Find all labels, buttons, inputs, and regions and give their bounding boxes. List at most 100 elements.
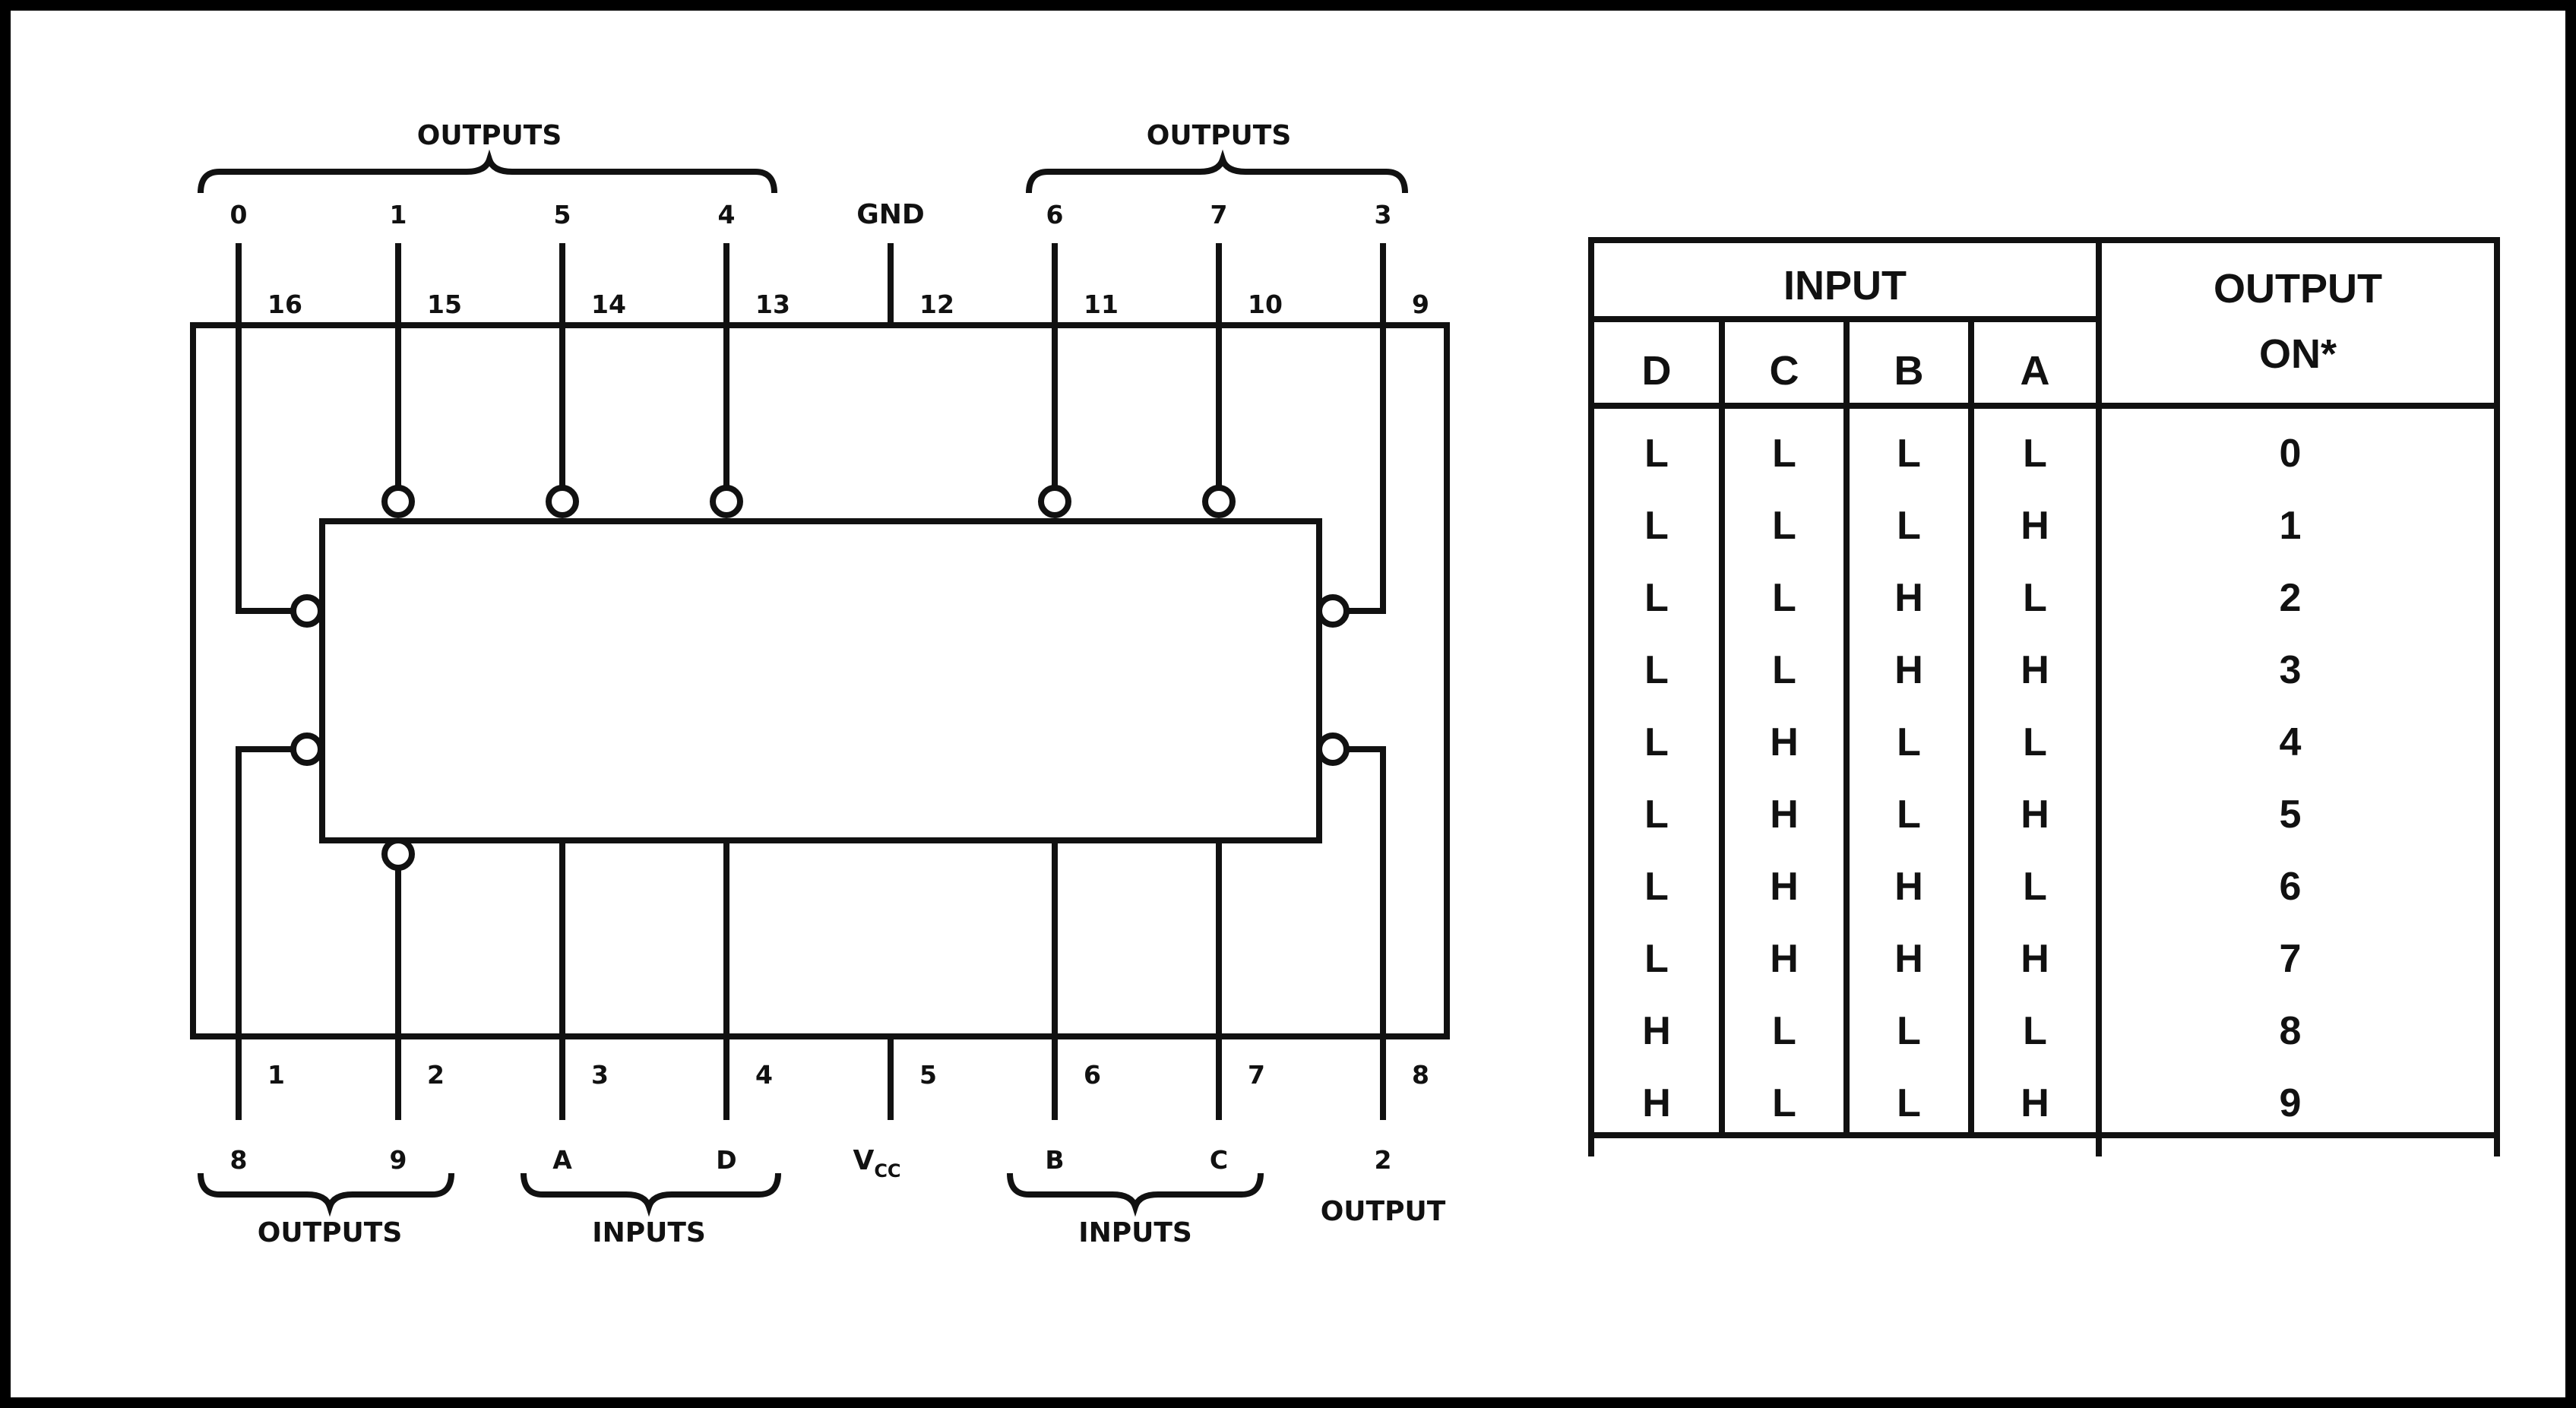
table-cell-input: L — [1897, 504, 1921, 548]
table-cell-input: L — [1772, 504, 1796, 548]
table-cell-output: 7 — [2280, 937, 2302, 981]
table-cell-input: L — [1772, 1081, 1796, 1125]
bottom-inputs2-brace — [1007, 1172, 1264, 1217]
vcc-main: V — [853, 1145, 874, 1176]
bottom-pin-number: 1 — [267, 1060, 285, 1090]
table-column-header: B — [1894, 348, 1924, 394]
top-pin-signal: 3 — [1375, 200, 1392, 229]
table-cell-input: L — [2023, 720, 2047, 764]
table-cell-input: L — [1644, 576, 1669, 620]
bottom-pin-number: 7 — [1248, 1060, 1265, 1090]
decoder-body — [319, 518, 1322, 843]
bottom-pin-number: 5 — [919, 1060, 937, 1090]
top-right-brace — [1026, 149, 1408, 194]
table-cell-input: L — [1897, 720, 1921, 764]
table-cell-input: H — [1642, 1009, 1671, 1053]
top-pin-number: 16 — [267, 290, 302, 319]
bottom-pin-number: 8 — [1412, 1060, 1429, 1090]
table-cell-input: H — [2021, 937, 2049, 981]
bottom-outputs-label: OUTPUTS — [258, 1217, 403, 1248]
table-column-header: D — [1642, 348, 1672, 394]
top-pin-number: 11 — [1084, 290, 1119, 319]
pin1-lead — [236, 746, 293, 1120]
table-cell-input: L — [2023, 865, 2047, 909]
table-cell-input: L — [1897, 1081, 1921, 1125]
top-pin-number: 10 — [1248, 290, 1283, 319]
table-column-header: C — [1770, 348, 1799, 394]
bottom-pin-signal: C — [1210, 1145, 1228, 1175]
table-cell-input: H — [1770, 937, 1799, 981]
table-cell-input: H — [1894, 576, 1923, 620]
bottom-inputs1-label: INPUTS — [592, 1217, 706, 1248]
table-cell-input: H — [1770, 865, 1799, 909]
table-cell-output: 4 — [2280, 720, 2302, 764]
datasheet-page: OUTPUTS OUTPUTS GND OUTPUTS INPUTS INPUT… — [11, 11, 2565, 1397]
pin15-bubble — [381, 485, 415, 518]
pin13-bubble — [710, 485, 743, 518]
table-cell-input: L — [1644, 504, 1669, 548]
table-output-header: OUTPUT — [2214, 266, 2382, 312]
top-left-brace — [198, 149, 777, 194]
table-cell-output: 5 — [2280, 793, 2302, 837]
pin11-bubble — [1038, 485, 1071, 518]
top-pin-number: 12 — [919, 290, 954, 319]
pin8-lead — [1347, 746, 1386, 1120]
table-cell-output: 1 — [2280, 504, 2302, 548]
top-pin-number: 9 — [1412, 290, 1429, 319]
table-cell-output: 2 — [2280, 576, 2302, 620]
pin14-bubble — [546, 485, 579, 518]
table-cell-input: L — [2023, 576, 2047, 620]
table-cell-input: H — [1770, 720, 1799, 764]
bottom-pin-signal: 8 — [230, 1145, 248, 1175]
top-pin-number: 14 — [591, 290, 626, 319]
table-cell-output: 9 — [2280, 1081, 2302, 1125]
bottom-pin-signal: 9 — [390, 1145, 407, 1175]
table-cell-input: L — [1897, 793, 1921, 837]
package-outline — [190, 322, 1450, 1039]
pin2-bubble — [381, 837, 415, 871]
table-cell-input: L — [2023, 432, 2047, 476]
top-pin-signal: 5 — [554, 200, 571, 229]
table-cell-input: L — [1644, 648, 1669, 692]
truth-table-grid — [1588, 237, 2500, 1170]
table-cell-input: L — [1897, 432, 1921, 476]
table-cell-input: L — [1644, 865, 1669, 909]
top-pin-signal: 0 — [230, 200, 248, 229]
table-cell-output: 0 — [2280, 432, 2302, 476]
table-cell-input: L — [1644, 793, 1669, 837]
gnd-label: GND — [856, 199, 925, 230]
table-cell-input: H — [1894, 648, 1923, 692]
table-cell-input: L — [1772, 576, 1796, 620]
bottom-output-label: OUTPUT — [1321, 1196, 1446, 1227]
table-cell-output: 8 — [2280, 1009, 2302, 1053]
table-cell-input: L — [1644, 432, 1669, 476]
table-cell-output: 3 — [2280, 648, 2302, 692]
top-pin-signal: 4 — [718, 200, 736, 229]
table-cell-input: L — [2023, 1009, 2047, 1053]
vcc-label: VCC — [853, 1145, 900, 1182]
table-cell-input: H — [2021, 1081, 2049, 1125]
pin16-bubble — [290, 594, 324, 628]
bottom-pin-number: 2 — [427, 1060, 445, 1090]
table-column-header: A — [2021, 348, 2050, 394]
bottom-pin-number: 6 — [1084, 1060, 1101, 1090]
pin1-bubble — [290, 732, 324, 766]
table-cell-input: H — [2021, 504, 2049, 548]
vcc-subscript: CC — [874, 1160, 900, 1182]
table-input-header: INPUT — [1783, 263, 1907, 308]
ic-pinout-diagram: OUTPUTS OUTPUTS GND OUTPUTS INPUTS INPUT… — [190, 120, 2505, 1248]
table-cell-input: H — [1642, 1081, 1671, 1125]
table-cell-output: 6 — [2280, 865, 2302, 909]
table-cell-input: H — [2021, 648, 2049, 692]
bottom-pin-signal: D — [716, 1145, 736, 1175]
table-crop — [1584, 1156, 2505, 1187]
table-cell-input: L — [1772, 432, 1796, 476]
table-cell-input: H — [1894, 865, 1923, 909]
top-right-outputs-label: OUTPUTS — [1147, 120, 1292, 151]
top-pin-signal: 6 — [1046, 200, 1064, 229]
top-pin-number: 13 — [755, 290, 790, 319]
table-output-on-header: ON* — [2259, 331, 2337, 377]
pin10-bubble — [1202, 485, 1236, 518]
table-cell-input: L — [1897, 1009, 1921, 1053]
table-cell-input: H — [2021, 793, 2049, 837]
